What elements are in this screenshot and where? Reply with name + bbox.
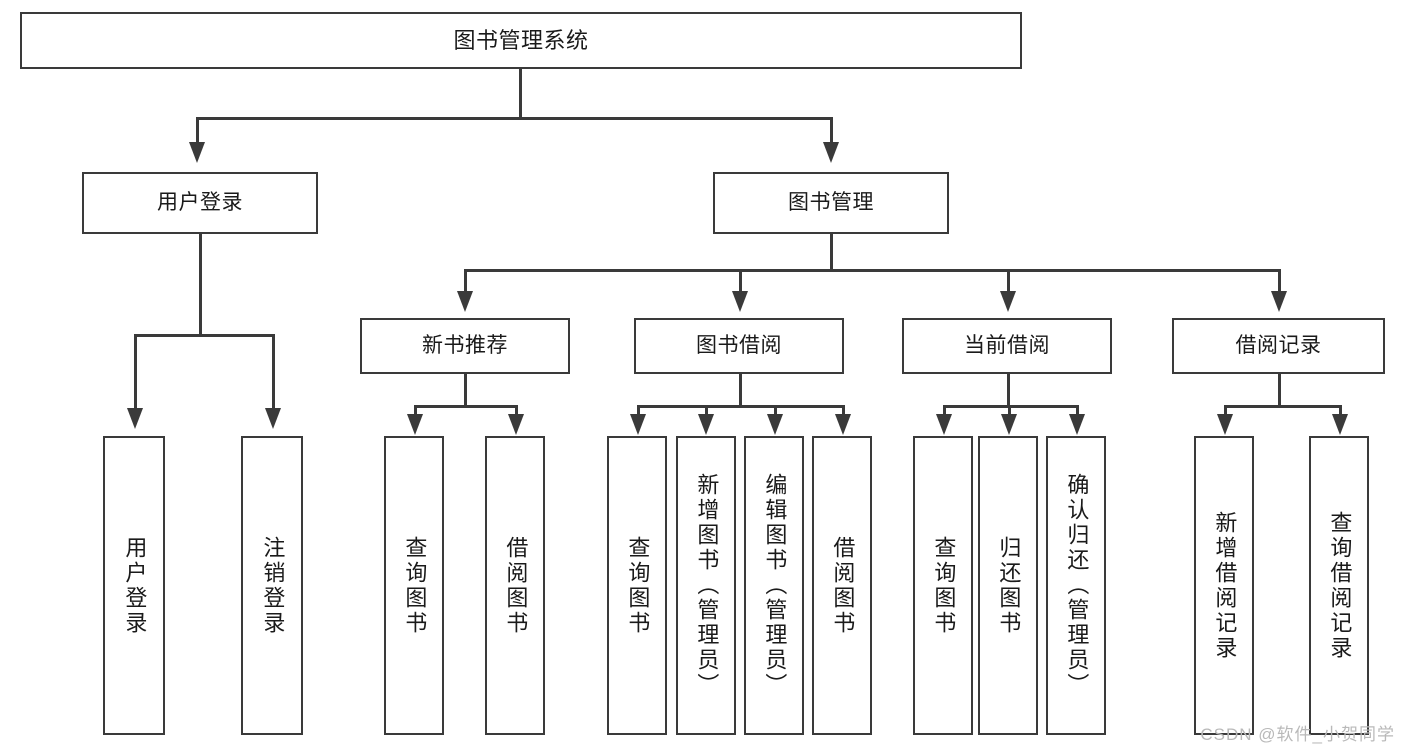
edge-new-book-to-leaf-2: [515, 405, 518, 415]
node-label: 图书管理: [788, 190, 874, 214]
edge-bm-to-new-book: [464, 269, 467, 291]
leaf-label: 新增图书（管理员）: [694, 473, 720, 698]
arrow-to-book-borrow: [732, 291, 748, 312]
node-label: 当前借阅: [964, 333, 1050, 357]
edge-current-borrow-split-bar: [943, 405, 1078, 408]
leaf-label: 查询图书: [931, 535, 957, 636]
edge-root-to-user-login: [196, 117, 199, 142]
edge-root-to-book-management: [830, 117, 833, 142]
leaf-label: 新增借阅记录: [1212, 510, 1238, 661]
leaf-book-borrow-2[interactable]: 新增图书（管理员）: [676, 436, 736, 735]
arrow-to-user-login-leaf-1: [127, 408, 143, 429]
edge-br-to-leaf-2: [1339, 405, 1342, 415]
arrow-to-new-book-leaf-1: [407, 414, 423, 435]
leaf-book-borrow-4[interactable]: 借阅图书: [812, 436, 872, 735]
node-user-login[interactable]: 用户登录: [82, 172, 318, 234]
node-new-book-recommend[interactable]: 新书推荐: [360, 318, 570, 374]
arrow-to-cb-leaf-3: [1069, 414, 1085, 435]
arrow-to-bb-leaf-3: [767, 414, 783, 435]
node-borrow-record[interactable]: 借阅记录: [1172, 318, 1385, 374]
node-book-management[interactable]: 图书管理: [713, 172, 949, 234]
leaf-label: 借阅图书: [503, 535, 529, 636]
leaf-label: 查询借阅记录: [1327, 510, 1353, 661]
leaf-label: 注销登录: [260, 535, 286, 636]
edge-book-borrow-split-bar: [637, 405, 844, 408]
arrow-to-bb-leaf-4: [835, 414, 851, 435]
edge-current-borrow-stem: [1007, 374, 1010, 407]
arrow-to-current-borrow: [1000, 291, 1016, 312]
leaf-borrow-record-1[interactable]: 新增借阅记录: [1194, 436, 1254, 735]
arrow-to-new-book: [457, 291, 473, 312]
arrow-to-bb-leaf-2: [698, 414, 714, 435]
node-label: 用户登录: [157, 190, 243, 214]
leaf-user-login-2[interactable]: 注销登录: [241, 436, 303, 735]
edge-root-split-bar: [196, 117, 832, 120]
leaf-label: 确认归还（管理员）: [1064, 473, 1090, 698]
edge-new-book-split-bar: [414, 405, 517, 408]
edge-user-login-to-leaf-1: [134, 334, 137, 408]
leaf-user-login-1[interactable]: 用户登录: [103, 436, 165, 735]
arrow-to-new-book-leaf-2: [508, 414, 524, 435]
arrow-to-cb-leaf-2: [1001, 414, 1017, 435]
leaf-borrow-record-2[interactable]: 查询借阅记录: [1309, 436, 1369, 735]
edge-bm-to-book-borrow: [739, 269, 742, 291]
leaf-label: 编辑图书（管理员）: [762, 473, 788, 698]
node-label: 新书推荐: [422, 333, 508, 357]
edge-user-login-split-bar: [134, 334, 274, 337]
edge-new-book-stem: [464, 374, 467, 407]
edge-borrow-record-split-bar: [1224, 405, 1341, 408]
leaf-label: 借阅图书: [830, 535, 856, 636]
node-label: 图书管理系统: [453, 27, 589, 53]
edge-bb-to-leaf-2: [705, 405, 708, 415]
leaf-label: 用户登录: [122, 535, 148, 636]
edge-bb-to-leaf-1: [637, 405, 640, 415]
arrow-to-borrow-record: [1271, 291, 1287, 312]
edge-book-management-stem: [830, 234, 833, 271]
edge-user-login-stem: [199, 234, 202, 336]
node-label: 图书借阅: [696, 333, 782, 357]
leaf-new-book-1[interactable]: 查询图书: [384, 436, 444, 735]
edge-bm-to-borrow-record: [1278, 269, 1281, 291]
leaf-label: 查询图书: [402, 535, 428, 636]
edge-book-borrow-stem: [739, 374, 742, 407]
edge-br-to-leaf-1: [1224, 405, 1227, 415]
arrow-to-br-leaf-2: [1332, 414, 1348, 435]
csdn-watermark: CSDN @软件_小贺同学: [1200, 725, 1395, 744]
leaf-book-borrow-3[interactable]: 编辑图书（管理员）: [744, 436, 804, 735]
edge-cb-to-leaf-1: [943, 405, 946, 415]
leaf-current-borrow-1[interactable]: 查询图书: [913, 436, 973, 735]
arrow-to-cb-leaf-1: [936, 414, 952, 435]
node-label: 借阅记录: [1235, 333, 1322, 357]
edge-cb-to-leaf-3: [1076, 405, 1079, 415]
arrow-to-book-management: [823, 142, 839, 163]
edge-bb-to-leaf-4: [842, 405, 845, 415]
arrow-to-user-login: [189, 142, 205, 163]
leaf-new-book-2[interactable]: 借阅图书: [485, 436, 545, 735]
arrow-to-bb-leaf-1: [630, 414, 646, 435]
leaf-current-borrow-3[interactable]: 确认归还（管理员）: [1046, 436, 1106, 735]
edge-book-management-split-bar: [464, 269, 1280, 272]
leaf-current-borrow-2[interactable]: 归还图书: [978, 436, 1038, 735]
leaf-label: 归还图书: [996, 535, 1022, 636]
edge-bm-to-current-borrow: [1007, 269, 1010, 291]
edge-bb-to-leaf-3: [774, 405, 777, 415]
node-book-borrow[interactable]: 图书借阅: [634, 318, 844, 374]
leaf-book-borrow-1[interactable]: 查询图书: [607, 436, 667, 735]
edge-cb-to-leaf-2: [1008, 405, 1011, 415]
node-current-borrow[interactable]: 当前借阅: [902, 318, 1112, 374]
edge-new-book-to-leaf-1: [414, 405, 417, 415]
node-book-management-system[interactable]: 图书管理系统: [20, 12, 1022, 69]
edge-root-stem: [519, 69, 522, 117]
edge-borrow-record-stem: [1278, 374, 1281, 407]
arrow-to-user-login-leaf-2: [265, 408, 281, 429]
edge-user-login-to-leaf-2: [272, 334, 275, 408]
leaf-label: 查询图书: [625, 535, 651, 636]
arrow-to-br-leaf-1: [1217, 414, 1233, 435]
